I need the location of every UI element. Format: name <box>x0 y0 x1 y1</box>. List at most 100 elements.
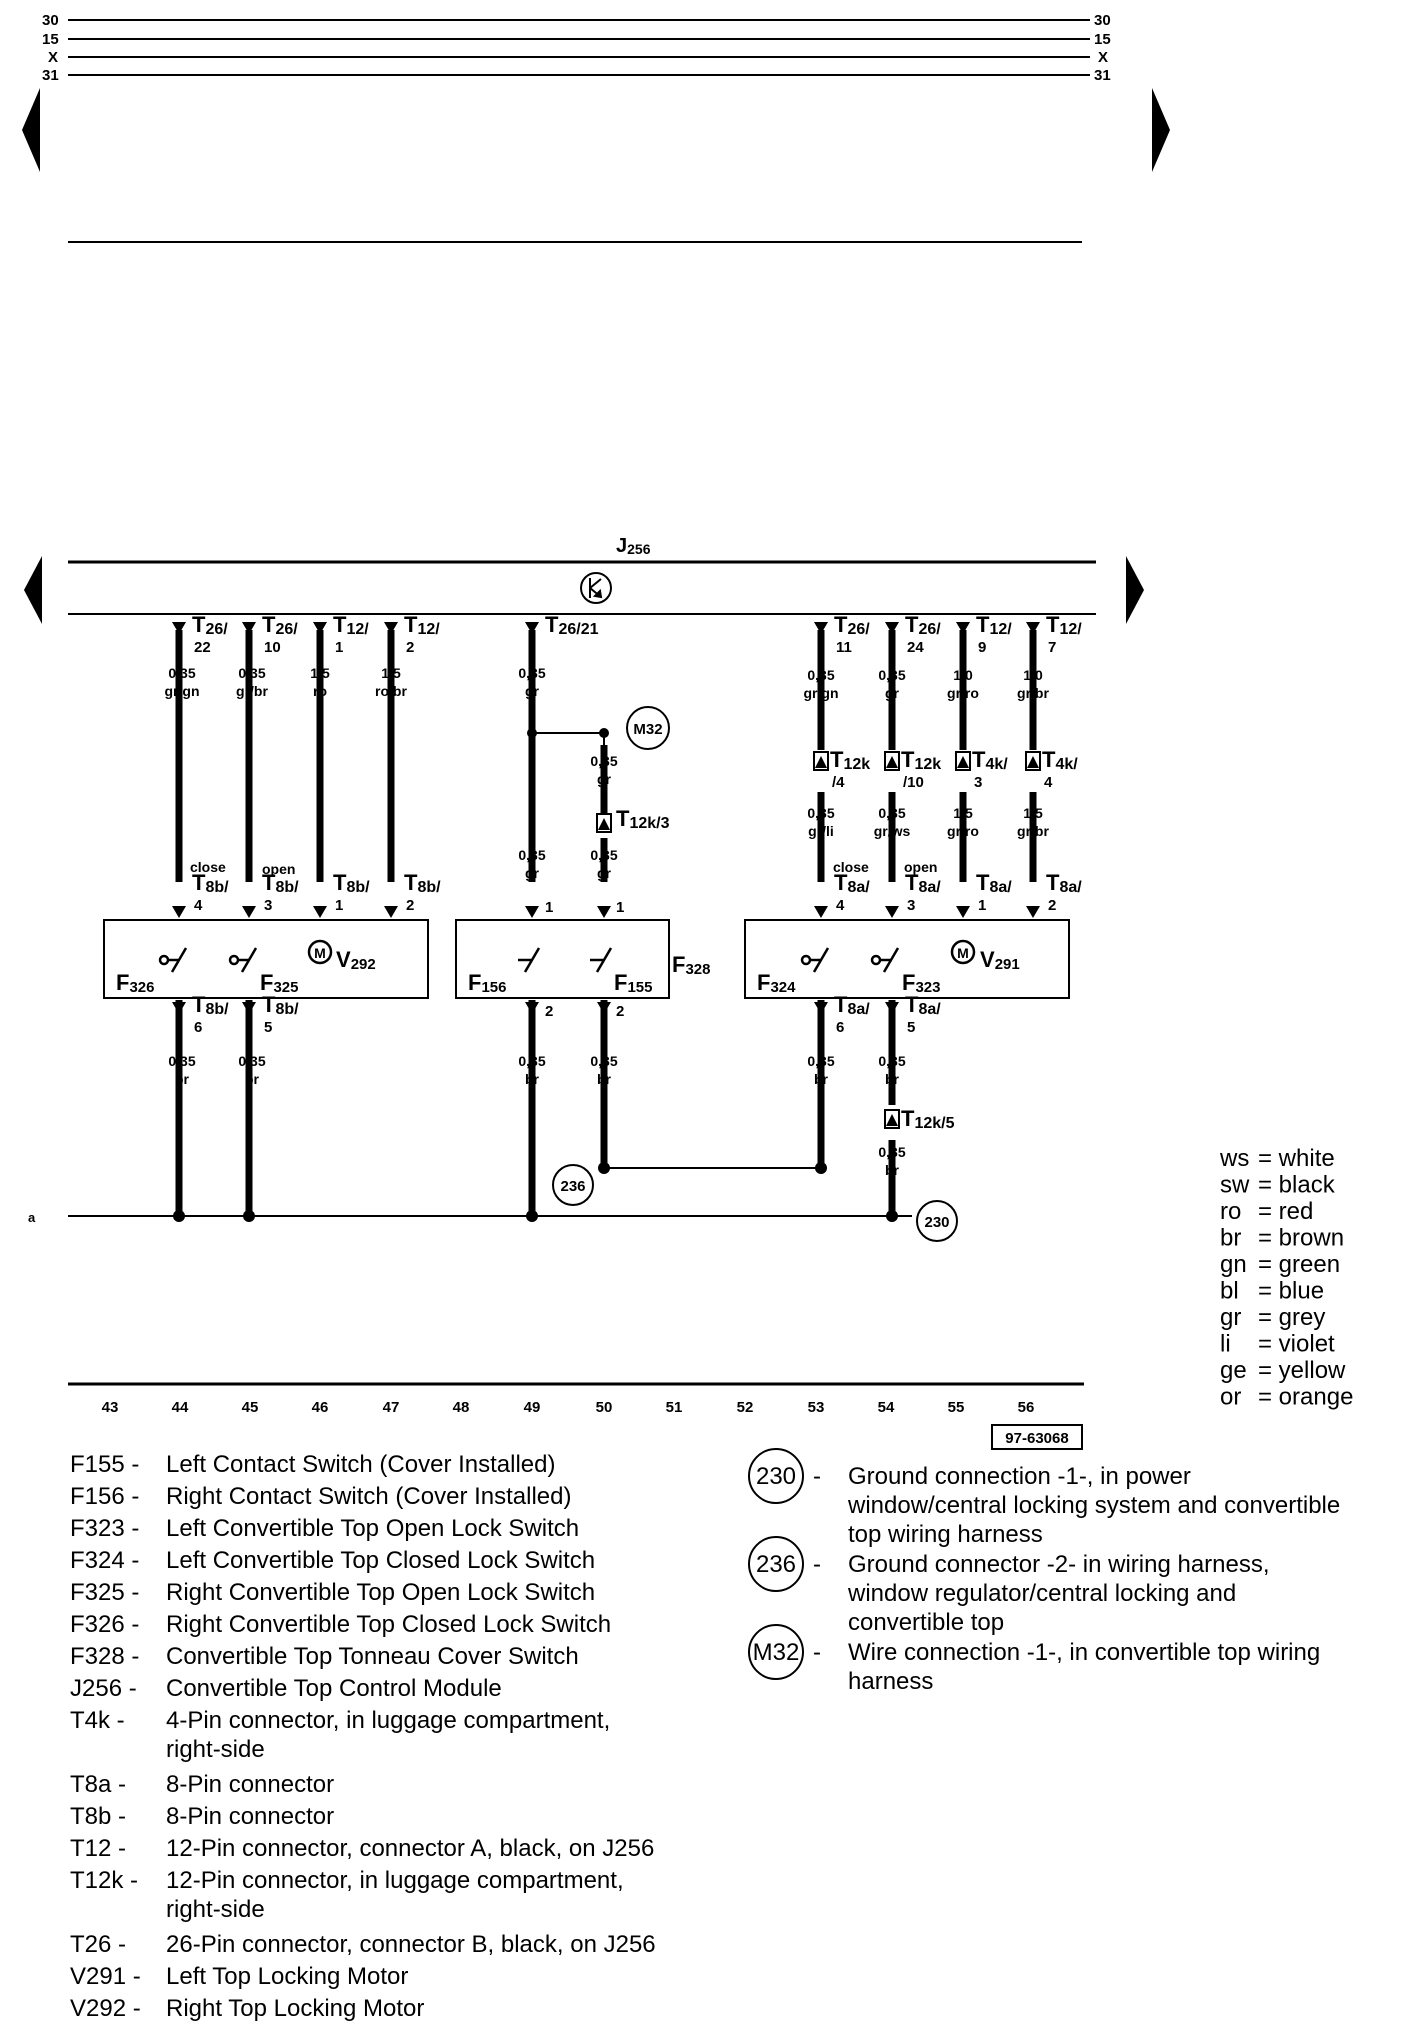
svg-text:gr/br: gr/br <box>1017 685 1049 701</box>
svg-text:gr: gr <box>525 865 540 881</box>
svg-text:gr: gr <box>597 771 612 787</box>
svg-text:0,35: 0,35 <box>590 847 617 863</box>
svg-text:= red: = red <box>1258 1198 1313 1225</box>
svg-text:T4k -: T4k - <box>70 1707 125 1734</box>
switch-state-open-right: open <box>262 861 295 877</box>
pin-label-t12-2: T12/2 <box>404 612 440 656</box>
color-legend-row: br= brown <box>1220 1225 1344 1252</box>
motor-icon-v291: M <box>950 939 976 965</box>
svg-text:br: br <box>885 1162 900 1178</box>
svg-text:Convertible Top Tonneau Cover: Convertible Top Tonneau Cover Switch <box>166 1643 579 1670</box>
svg-text:4: 4 <box>194 897 203 914</box>
color-legend-row: li= violet <box>1220 1331 1335 1358</box>
svg-text:T8b/: T8b/ <box>262 870 299 896</box>
svg-text:Left Top Locking Motor: Left Top Locking Motor <box>166 1963 408 1990</box>
component-legend-row: F326 -Right Convertible Top Closed Lock … <box>70 1611 611 1638</box>
svg-text:12-Pin connector, in luggage c: 12-Pin connector, in luggage compartment… <box>166 1867 624 1894</box>
pin-number: 1 <box>545 899 553 916</box>
component-label-f326: F326 <box>116 970 154 996</box>
svg-text:236: 236 <box>560 1178 585 1195</box>
module-forward-arrow-icon[interactable] <box>1126 556 1144 624</box>
component-legend-row: T26 -26-Pin connector, connector B, blac… <box>70 1931 656 1958</box>
svg-text:T12k/3: T12k/3 <box>616 806 670 832</box>
ground-legend-row: 230-Ground connection -1-, in powerwindo… <box>748 1448 1340 1548</box>
svg-text:F156 -: F156 - <box>70 1483 139 1510</box>
bus-15-label-right: 15 <box>1094 31 1111 48</box>
svg-text:gr: gr <box>1220 1304 1241 1331</box>
color-legend-row: gr = grey <box>1220 1304 1325 1331</box>
svg-text:3: 3 <box>907 897 915 914</box>
pin-label-t26-11: T26/11 <box>834 612 870 656</box>
svg-text:0,35: 0,35 <box>878 1144 905 1160</box>
svg-text:right-side: right-side <box>166 1736 265 1763</box>
component-label-f323: F323 <box>902 970 940 996</box>
ground-236-icon: 236 <box>552 1164 594 1206</box>
drawing-number-box: 97-63068 <box>991 1424 1083 1450</box>
svg-text:0,35: 0,35 <box>238 665 265 681</box>
svg-text:10: 10 <box>264 639 281 656</box>
svg-text:T12k -: T12k - <box>70 1867 138 1894</box>
pin-label-t8a-2: T8a/2 <box>1046 870 1082 914</box>
svg-text:4: 4 <box>1044 774 1053 791</box>
svg-text:3: 3 <box>264 897 272 914</box>
pin-label-t8b-1: T8b/1 <box>333 870 370 914</box>
svg-text:T8b/: T8b/ <box>333 870 370 896</box>
svg-text:T12/: T12/ <box>333 612 369 638</box>
svg-text:bl: bl <box>1220 1278 1239 1305</box>
component-label-f325: F325 <box>260 970 298 996</box>
svg-text:T12/: T12/ <box>976 612 1012 638</box>
pin-label-t8a-1: T8a/1 <box>976 870 1012 914</box>
svg-text:V292 -: V292 - <box>70 1995 141 2022</box>
bus-x-label-left: X <box>48 49 58 66</box>
svg-text:Right Convertible Top Open Loc: Right Convertible Top Open Lock Switch <box>166 1579 595 1606</box>
svg-text:br: br <box>175 1071 190 1087</box>
svg-text:8-Pin connector: 8-Pin connector <box>166 1803 334 1830</box>
svg-text:T12k: T12k <box>901 747 941 773</box>
wire-label-w54d: 0,35 br <box>878 1144 905 1178</box>
wire-label-w46a: 1,5ro <box>310 665 330 699</box>
svg-text:= violet: = violet <box>1258 1331 1335 1358</box>
svg-text:3: 3 <box>974 774 982 791</box>
svg-text:or: or <box>1220 1384 1241 1411</box>
wire-label-w47a: 1,5ro/br <box>375 665 407 699</box>
pin-label-t8a-6: T8a/6 <box>834 992 870 1036</box>
svg-text:6: 6 <box>194 1019 202 1036</box>
svg-text:gr: gr <box>525 683 540 699</box>
module-back-arrow-icon[interactable] <box>24 556 42 624</box>
svg-text:gr: gr <box>597 865 612 881</box>
switch-contact-icons <box>158 947 900 973</box>
svg-text:T8a/: T8a/ <box>834 870 870 896</box>
svg-text:= brown: = brown <box>1258 1225 1344 1252</box>
switch-box-outlines <box>103 919 1070 999</box>
switch-state-close-left: close <box>833 859 869 875</box>
svg-text:gr/ro: gr/ro <box>947 685 979 701</box>
svg-text:ro: ro <box>313 683 327 699</box>
ground-legend: 230-Ground connection -1-, in powerwindo… <box>748 1448 1340 1695</box>
svg-text:Left Convertible Top Closed Lo: Left Convertible Top Closed Lock Switch <box>166 1547 595 1574</box>
svg-text:2: 2 <box>1048 897 1056 914</box>
pin-label-t12k-10: T12k/10 <box>901 747 941 791</box>
module-label: J256 <box>616 535 651 557</box>
page-forward-arrow-icon[interactable] <box>1152 88 1170 172</box>
svg-text:= grey: = grey <box>1258 1304 1325 1331</box>
svg-text:M32: M32 <box>633 721 662 738</box>
svg-text:gr/gn: gr/gn <box>165 683 200 699</box>
page-back-arrow-icon[interactable] <box>22 88 40 172</box>
svg-text:ro/br: ro/br <box>375 683 407 699</box>
svg-text:24: 24 <box>907 639 924 656</box>
ground-legend-row: 236-Ground connector -2- in wiring harne… <box>748 1536 1270 1636</box>
component-legend-row: F324 -Left Convertible Top Closed Lock S… <box>70 1547 595 1574</box>
svg-text:window/central locking system: window/central locking system and conver… <box>847 1492 1340 1519</box>
svg-text:Right Contact Switch (Cover In: Right Contact Switch (Cover Installed) <box>166 1483 572 1510</box>
svg-text:T12k: T12k <box>830 747 870 773</box>
svg-text:Ground connection -1-, in powe: Ground connection -1-, in power <box>848 1463 1191 1490</box>
